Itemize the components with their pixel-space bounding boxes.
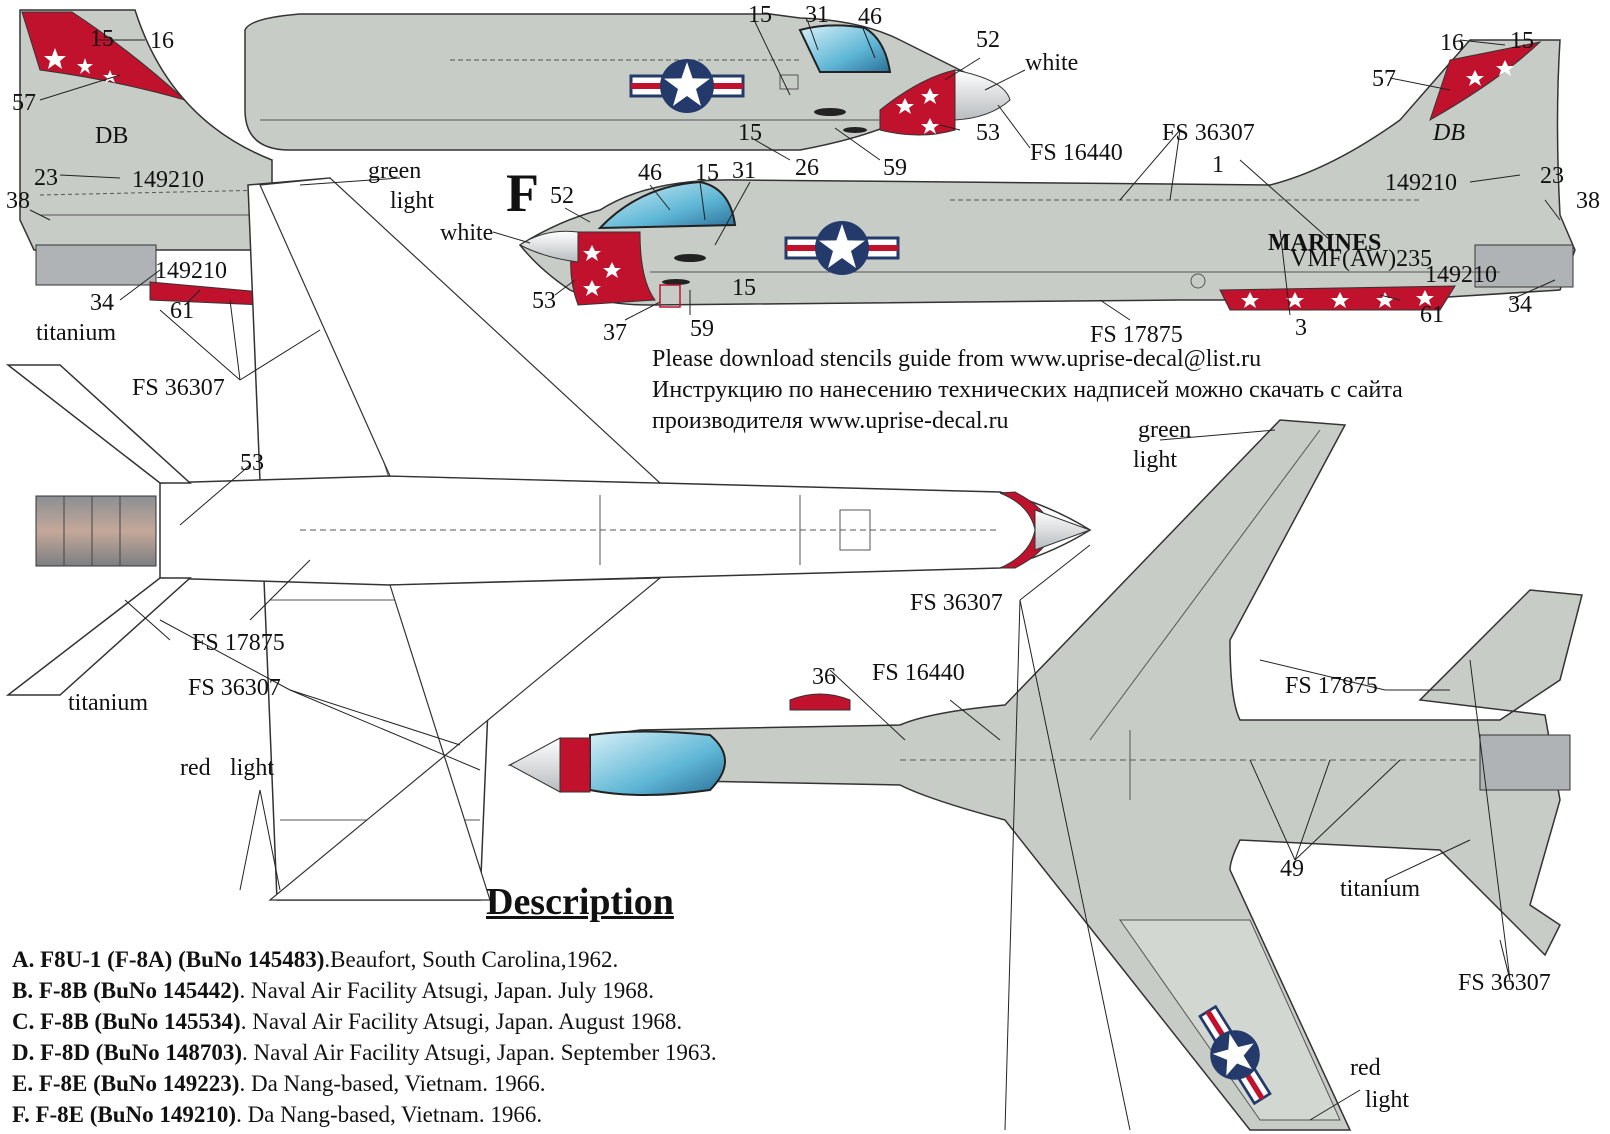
callout-26: 26 [795, 155, 819, 181]
fin-tail-code-right: DB [1432, 120, 1465, 146]
callout-fs36307-upper: FS 36307 [1162, 120, 1255, 146]
description-entry: F. F-8E (BuNo 149210). Da Nang-based, Vi… [12, 1102, 543, 1127]
stencil-notice-line1: Please download stencils guide from www.… [652, 346, 1262, 372]
description-entry: A. F8U-1 (F-8A) (BuNo 145483).Beaufort, … [12, 947, 619, 972]
callout-38-left: 38 [6, 188, 30, 214]
callout-fs17875-plan: FS 17875 [192, 630, 285, 656]
callout-fs36307-plan: FS 36307 [188, 675, 281, 701]
description-entry: B. F-8B (BuNo 145442). Naval Air Facilit… [12, 978, 655, 1003]
callout-59-upper: 59 [883, 155, 907, 181]
callout-light-upper: light [390, 188, 434, 214]
callout-green-right: green [1138, 417, 1191, 443]
callout-52-upper: 52 [976, 27, 1000, 53]
callout-46-upper: 46 [858, 4, 882, 30]
description-list: A. F8U-1 (F-8A) (BuNo 145483).Beaufort, … [12, 944, 717, 1130]
leader-lines [29, 21, 1561, 1131]
callout-fs36307-bottom: FS 36307 [1458, 970, 1551, 996]
callout-titanium-right: titanium [1340, 876, 1420, 902]
callout-16-left: 16 [150, 28, 174, 54]
callout-1: 1 [1212, 152, 1224, 178]
callout-green-upper: green [368, 158, 421, 184]
squadron-lettering: VMF(AW)235 [1290, 246, 1432, 272]
callout-31-side: 31 [732, 158, 756, 184]
description-entry: E. F-8E (BuNo 149223). Da Nang-based, Vi… [12, 1071, 546, 1096]
description-entry: D. F-8D (BuNo 148703). Naval Air Facilit… [12, 1040, 717, 1065]
fin-bureau-number-left: 149210 [132, 167, 204, 193]
callout-53-plan: 53 [240, 450, 264, 476]
callout-61-right: 61 [1420, 302, 1444, 328]
callout-light-plan: light [230, 755, 274, 781]
callout-36: 36 [812, 664, 836, 690]
plan-view-underside [5, 177, 1092, 901]
callout-titanium-left: titanium [36, 320, 116, 346]
callout-59-side: 59 [690, 316, 714, 342]
fin-code-left: 15 [90, 26, 114, 52]
callout-23-left: 23 [34, 165, 58, 191]
callout-fs36307-right: FS 36307 [910, 590, 1003, 616]
callout-23-right: 23 [1540, 163, 1564, 189]
modex-side: 15 [732, 275, 756, 301]
fin-detail-left [19, 9, 273, 306]
callout-fs16440-upper: FS 16440 [1030, 140, 1123, 166]
callout-red-right: red [1350, 1055, 1381, 1081]
callout-16-right: 16 [1440, 30, 1464, 56]
fin-bureau-number-right: 149210 [1385, 170, 1457, 196]
callout-titanium-plan: titanium [68, 690, 148, 716]
callout-52-side: 52 [550, 183, 574, 209]
callout-red-plan: red [180, 755, 211, 781]
callout-53-upper: 53 [976, 120, 1000, 146]
callout-15-side: 15 [695, 160, 719, 186]
callout-fs17875-right: FS 17875 [1285, 673, 1378, 699]
callout-38-right: 38 [1576, 188, 1600, 214]
plan-view-upper [507, 419, 1583, 1131]
callout-34-left: 34 [90, 290, 114, 316]
callout-fs36307-left: FS 36307 [132, 375, 225, 401]
callout-white-side: white [440, 220, 493, 246]
callout-15-upper: 15 [748, 2, 772, 28]
callout-light-right: light [1133, 447, 1177, 473]
callout-fs16440-right: FS 16440 [872, 660, 965, 686]
fin-stencil-right: 149210 [1425, 262, 1497, 288]
callout-49: 49 [1280, 856, 1304, 882]
description-title: Description [486, 881, 674, 923]
fin-stencil-left: 149210 [155, 258, 227, 284]
stencil-notice-line3: производителя www.uprise-decal.ru [652, 408, 1009, 434]
profile-upper-fuselage [244, 13, 1011, 151]
profile-side-fuselage [518, 39, 1576, 311]
service-lettering: MARINES [1268, 230, 1381, 256]
stencil-notice-line2: Инструкцию по нанесению технических надп… [652, 377, 1403, 403]
callout-57-right: 57 [1372, 66, 1396, 92]
fin-code-right: 15 [1510, 28, 1534, 54]
callout-labels: 16 57 23 38 34 61 titanium FS 36307 gree… [6, 2, 1600, 1113]
callout-37: 37 [603, 320, 627, 346]
callout-31-upper: 31 [805, 2, 829, 28]
callout-3: 3 [1295, 315, 1307, 341]
description-entry: C. F-8B (BuNo 145534). Naval Air Facilit… [12, 1009, 683, 1034]
profile-letter: F [506, 163, 539, 223]
callout-53-side: 53 [532, 288, 556, 314]
callout-fs17875-upper: FS 17875 [1090, 322, 1183, 348]
callout-light-bottom: light [1365, 1087, 1409, 1113]
callout-61-left: 61 [170, 298, 194, 324]
fin-tail-code-left: DB [95, 123, 128, 149]
callout-46-side: 46 [638, 160, 662, 186]
callout-34-right: 34 [1508, 292, 1532, 318]
callout-white-upper: white [1025, 50, 1078, 76]
callout-57-left: 57 [12, 90, 36, 116]
